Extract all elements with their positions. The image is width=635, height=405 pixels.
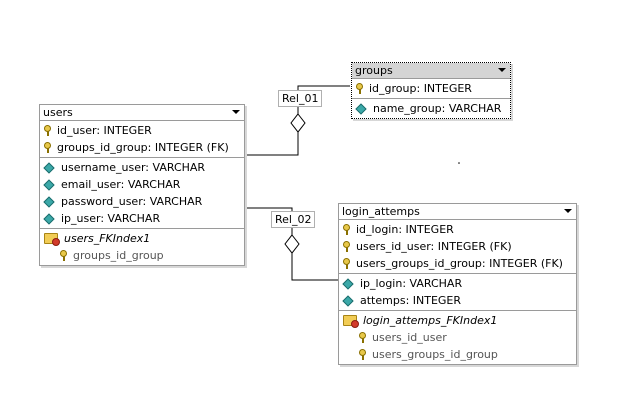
column-row[interactable]: ip_user: VARCHAR <box>40 210 244 227</box>
dropdown-arrow-icon[interactable] <box>232 110 240 114</box>
users-columns-section: username_user: VARCHAR email_user: VARCH… <box>40 158 244 229</box>
column-row[interactable]: name_group: VARCHAR <box>352 100 510 117</box>
column-row[interactable]: id_user: INTEGER <box>40 122 244 139</box>
users-index-section: users_FKIndex1 groups_id_group <box>40 229 244 265</box>
groups-table-header[interactable]: groups <box>352 63 510 79</box>
login-attemps-table-title: login_attemps <box>342 205 420 218</box>
column-label: password_user: VARCHAR <box>61 195 203 208</box>
index-folder-icon <box>343 315 359 328</box>
login-attemps-table-header[interactable]: login_attemps <box>339 204 576 220</box>
column-row[interactable]: ip_login: VARCHAR <box>339 275 576 292</box>
column-label: username_user: VARCHAR <box>61 161 206 174</box>
column-label: ip_user: VARCHAR <box>61 212 161 225</box>
login-attemps-columns-section: ip_login: VARCHAR attemps: INTEGER <box>339 274 576 311</box>
column-row[interactable]: users_id_user: INTEGER (FK) <box>339 238 576 255</box>
index-label: users_FKIndex1 <box>64 232 151 245</box>
column-label: groups_id_group: INTEGER (FK) <box>57 141 229 154</box>
groups-table-title: groups <box>355 64 393 77</box>
attribute-diamond-icon <box>43 178 55 191</box>
key-icon <box>356 83 363 94</box>
index-column-label: groups_id_group <box>73 249 164 262</box>
key-icon <box>343 224 350 235</box>
groups-table[interactable]: groups id_group: INTEGER name_group: VAR… <box>351 62 511 119</box>
index-row[interactable]: login_attemps_FKIndex1 <box>339 312 576 329</box>
column-label: users_id_user: INTEGER (FK) <box>356 240 512 253</box>
key-icon <box>359 349 366 360</box>
index-column-label: users_id_user <box>372 331 447 344</box>
column-row[interactable]: id_group: INTEGER <box>352 80 510 97</box>
groups-pk-section: id_group: INTEGER <box>352 79 510 99</box>
users-table[interactable]: users id_user: INTEGER groups_id_group: … <box>39 104 245 266</box>
column-label: name_group: VARCHAR <box>373 102 502 115</box>
index-folder-icon <box>44 233 60 246</box>
column-label: id_user: INTEGER <box>57 124 152 137</box>
column-row[interactable]: username_user: VARCHAR <box>40 159 244 176</box>
index-column-row[interactable]: users_groups_id_group <box>339 346 576 363</box>
index-column-row[interactable]: users_id_user <box>339 329 576 346</box>
index-column-label: users_groups_id_group <box>372 348 498 361</box>
groups-columns-section: name_group: VARCHAR <box>352 99 510 118</box>
attribute-diamond-icon <box>43 212 55 225</box>
column-row[interactable]: users_groups_id_group: INTEGER (FK) <box>339 255 576 272</box>
column-row[interactable]: id_login: INTEGER <box>339 221 576 238</box>
column-label: attemps: INTEGER <box>360 294 462 307</box>
key-icon <box>44 142 51 153</box>
users-table-title: users <box>43 106 73 119</box>
key-icon <box>343 241 350 252</box>
attribute-diamond-icon <box>355 102 367 115</box>
users-pk-section: id_user: INTEGER groups_id_group: INTEGE… <box>40 121 244 158</box>
key-icon <box>44 125 51 136</box>
stray-dot <box>458 162 460 164</box>
attribute-diamond-icon <box>342 277 354 290</box>
index-label: login_attemps_FKIndex1 <box>363 314 498 327</box>
rel-02-label[interactable]: Rel_02 <box>271 211 316 228</box>
column-label: email_user: VARCHAR <box>61 178 181 191</box>
column-label: ip_login: VARCHAR <box>360 277 463 290</box>
rel-01-label[interactable]: Rel_01 <box>278 90 323 107</box>
column-row[interactable]: password_user: VARCHAR <box>40 193 244 210</box>
column-label: users_groups_id_group: INTEGER (FK) <box>356 257 563 270</box>
dropdown-arrow-icon[interactable] <box>564 209 572 213</box>
attribute-diamond-icon <box>43 161 55 174</box>
dropdown-arrow-icon[interactable] <box>498 68 506 72</box>
attribute-diamond-icon <box>342 294 354 307</box>
column-label: id_login: INTEGER <box>356 223 454 236</box>
column-label: id_group: INTEGER <box>369 82 472 95</box>
key-icon <box>343 258 350 269</box>
attribute-diamond-icon <box>43 195 55 208</box>
rel-02-diamond <box>284 234 300 254</box>
login-attemps-table[interactable]: login_attemps id_login: INTEGER users_id… <box>338 203 577 365</box>
login-attemps-index-section: login_attemps_FKIndex1 users_id_user use… <box>339 311 576 364</box>
key-icon <box>359 332 366 343</box>
index-column-row[interactable]: groups_id_group <box>40 247 244 264</box>
column-row[interactable]: groups_id_group: INTEGER (FK) <box>40 139 244 156</box>
users-table-header[interactable]: users <box>40 105 244 121</box>
login-attemps-pk-section: id_login: INTEGER users_id_user: INTEGER… <box>339 220 576 274</box>
key-icon <box>60 250 67 261</box>
rel-01-diamond <box>290 113 306 133</box>
column-row[interactable]: email_user: VARCHAR <box>40 176 244 193</box>
index-row[interactable]: users_FKIndex1 <box>40 230 244 247</box>
column-row[interactable]: attemps: INTEGER <box>339 292 576 309</box>
